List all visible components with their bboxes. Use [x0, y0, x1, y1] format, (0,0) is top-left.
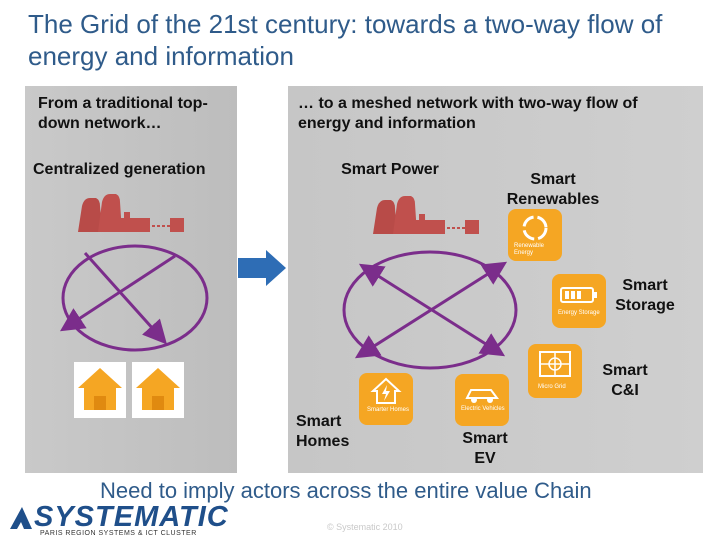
centralized-generation-label: Centralized generation: [33, 161, 206, 178]
logo-wordmark: SYSTEMATIC: [34, 501, 229, 533]
house-icon: [74, 362, 126, 418]
smart-ev-label: Smart EV: [462, 430, 508, 467]
left-panel-header: From a traditional top-down network…: [38, 95, 208, 132]
top-down-network-diagram: [59, 244, 209, 352]
transition-arrow-icon: [238, 250, 286, 286]
logo-subtitle: PARIS REGION SYSTEMS & ICT CLUSTER: [40, 530, 197, 537]
power-plant-icon-left: [78, 194, 184, 232]
renewable-energy-icon: Renewable Energy: [508, 209, 562, 261]
house-icon: [132, 362, 184, 418]
micro-grid-icon: Micro Grid: [528, 344, 582, 398]
electric-vehicles-icon: Electric Vehicles: [455, 374, 509, 426]
footer-tagline: Need to imply actors across the entire v…: [100, 478, 592, 503]
slide-title: The Grid of the 21st century: towards a …: [28, 9, 663, 71]
smart-homes-label: Smart Homes: [296, 413, 350, 450]
copyright-text: © Systematic 2010: [327, 522, 403, 532]
energy-storage-icon: Energy Storage: [552, 274, 606, 328]
power-plant-icon-right: [373, 196, 479, 234]
smart-storage-label: Smart Storage: [615, 277, 675, 314]
smart-ci-label: Smart C&I: [602, 362, 648, 399]
systematic-logo-mark: [10, 507, 32, 529]
meshed-network-diagram: [342, 250, 518, 370]
smart-renewables-label: Smart Renewables: [506, 171, 600, 208]
smart-power-label: Smart Power: [341, 161, 439, 178]
right-panel-header: … to a meshed network with two-way flow …: [298, 95, 638, 132]
smarter-homes-icon: Smarter Homes: [359, 373, 413, 425]
